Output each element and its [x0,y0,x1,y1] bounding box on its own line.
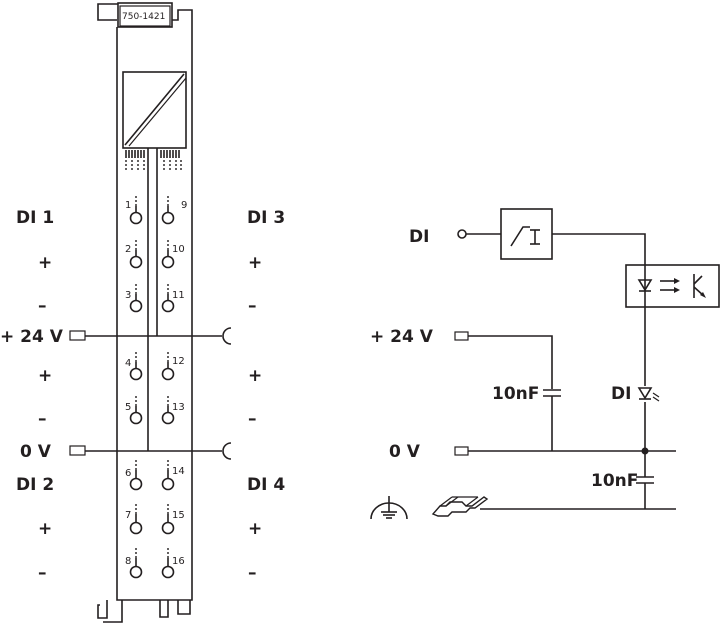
svg-text:+: + [38,366,52,386]
terminal-7[interactable]: 7 [125,504,143,535]
svg-text:–: – [248,409,257,429]
capacitor-2-label: 10nF [591,471,638,491]
terminal-1[interactable]: 1 [125,196,143,225]
svg-text:6: 6 [125,468,131,479]
terminal-15[interactable]: 15 [161,504,185,535]
svg-text:16: 16 [172,556,185,567]
svg-text:5: 5 [125,402,131,413]
jumper-contact-24v [222,327,232,345]
terminal-0v[interactable] [69,445,86,456]
terminal-6[interactable]: 6 [125,460,143,491]
terminal-4[interactable]: 4 [125,352,143,381]
svg-text:13: 13 [172,402,185,413]
svg-text:DI 1: DI 1 [16,208,54,228]
terminal-column-right: 9 10 11 12 13 14 15 16 [161,196,188,579]
terminal-3[interactable]: 3 [125,284,143,313]
svg-text:–: – [248,296,257,316]
terminal-16[interactable]: 16 [161,548,185,579]
terminal-24v[interactable] [69,330,86,341]
terminal-column-left: 1 2 3 4 5 6 7 8 [125,196,143,579]
svg-text:+: + [248,366,262,386]
svg-text:+: + [248,519,262,539]
din-rail-icon [431,496,489,517]
svg-text:–: – [248,563,257,583]
capacitor-2-icon [636,476,654,484]
led-label: DI [611,384,631,404]
module-labels-left: DI 1 + – + 24 V + – 0 V DI 2 + – [0,208,64,583]
v0-terminal[interactable] [454,446,469,456]
svg-text:9: 9 [181,200,187,211]
circuit-diagram: DI + 24 V 10nF D [370,208,720,520]
terminal-11[interactable]: 11 [161,284,185,313]
svg-text:1: 1 [125,200,131,211]
module-labels-right: DI 3 + – + – DI 4 + – [247,208,285,583]
v0-label: 0 V [389,442,421,462]
svg-text:3: 3 [125,290,131,301]
capacitor-icon [543,389,561,397]
svg-text:7: 7 [125,510,131,521]
svg-text:–: – [38,409,47,429]
svg-text:+ 24 V: + 24 V [0,327,64,347]
ic-pins [125,150,182,170]
di-input-label: DI [409,227,429,247]
led-icon [637,386,660,402]
svg-text:+: + [248,253,262,273]
jumper-contact-0v [222,442,232,460]
svg-text:12: 12 [172,356,185,367]
optocoupler-icon [625,264,720,308]
terminal-8[interactable]: 8 [125,548,143,579]
part-number-box [117,2,173,28]
svg-text:DI 3: DI 3 [247,208,285,228]
svg-text:+: + [38,253,52,273]
terminal-2[interactable]: 2 [125,240,143,269]
svg-text:15: 15 [172,510,185,521]
terminal-9[interactable]: 9 [161,196,188,225]
svg-text:–: – [38,296,47,316]
svg-text:11: 11 [172,290,185,301]
terminal-5[interactable]: 5 [125,396,143,425]
v24-label: + 24 V [370,327,434,347]
di-input-terminal [457,229,467,239]
terminal-12[interactable]: 12 [161,352,185,381]
part-number: 750-1421 [122,12,165,22]
svg-text:8: 8 [125,556,131,567]
terminal-14[interactable]: 14 [161,460,185,491]
terminal-13[interactable]: 13 [161,396,185,425]
terminal-10[interactable]: 10 [161,240,185,269]
svg-text:10: 10 [172,244,185,255]
module-body: 750-1421 [69,2,232,623]
svg-text:2: 2 [125,244,131,255]
capacitor-1-label: 10nF [492,384,539,404]
svg-text:14: 14 [172,466,185,477]
svg-text:0 V: 0 V [20,442,52,462]
converter-icon [122,71,187,149]
filter-icon [500,208,553,260]
svg-text:4: 4 [125,358,131,369]
v24-terminal[interactable] [454,331,469,341]
svg-text:DI 4: DI 4 [247,475,285,495]
svg-text:DI 2: DI 2 [16,475,54,495]
ground-icon [370,496,408,520]
svg-text:–: – [38,563,47,583]
svg-text:+: + [38,519,52,539]
